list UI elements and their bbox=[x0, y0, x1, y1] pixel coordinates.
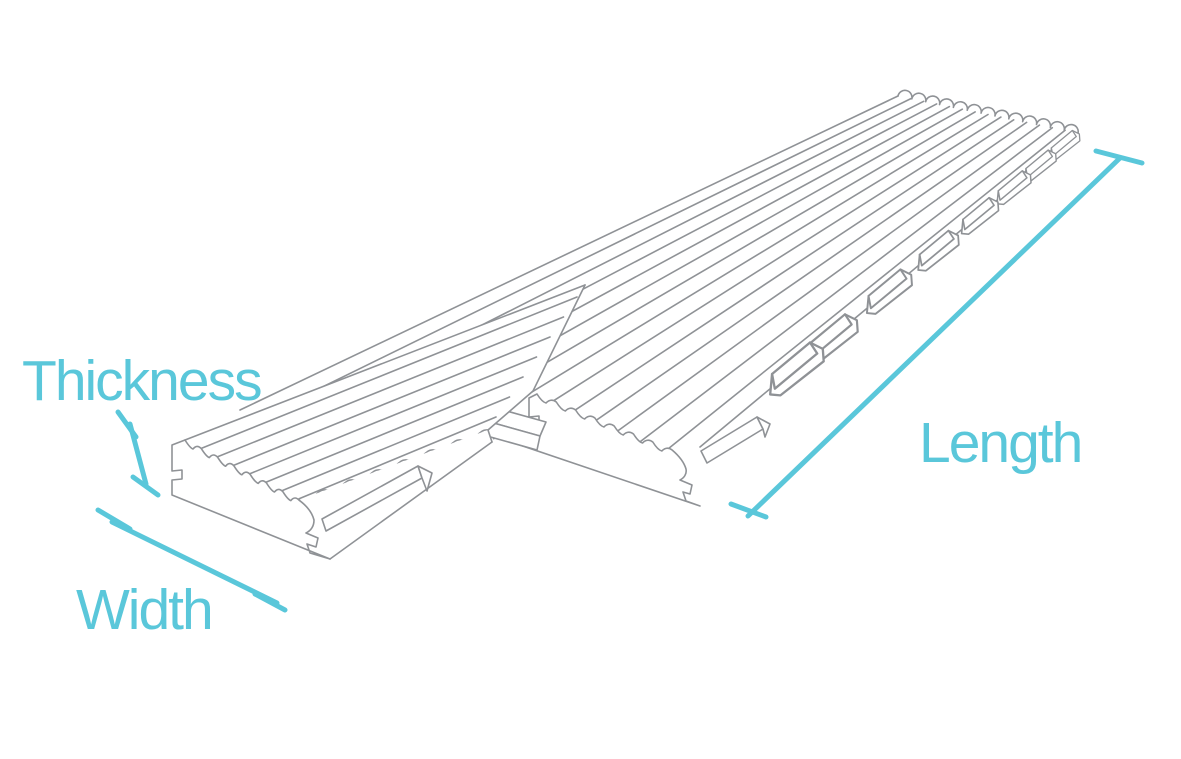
front-board-end-profile bbox=[171, 439, 331, 560]
length-dimension-line bbox=[745, 155, 1123, 519]
length-dimension: Length bbox=[728, 148, 1145, 520]
thickness-dimension: Thickness bbox=[22, 349, 263, 498]
back-board-groove-lip bbox=[700, 416, 771, 464]
length-dimension-tick-top bbox=[1093, 148, 1145, 166]
back-board-far-edge bbox=[239, 95, 899, 411]
width-label: Width bbox=[76, 578, 212, 642]
front-deck-board bbox=[171, 284, 586, 560]
front-board-end-edge bbox=[487, 284, 586, 431]
front-board-groove-lip bbox=[321, 465, 433, 532]
front-board-rib-lines bbox=[200, 296, 578, 500]
length-dimension-tick-bottom bbox=[728, 501, 769, 520]
middle-cross-section-profile bbox=[504, 393, 701, 507]
thickness-dimension-line bbox=[127, 421, 149, 487]
front-board-side-face bbox=[299, 429, 493, 560]
hidden-fastener-clips bbox=[769, 129, 1081, 397]
thickness-label: Thickness bbox=[22, 349, 261, 413]
width-dimension: Width bbox=[76, 507, 288, 642]
front-board-top-surface bbox=[185, 285, 585, 500]
thickness-dimension-tick-bottom bbox=[130, 474, 161, 498]
width-dimension-tick-right bbox=[252, 591, 288, 613]
width-dimension-line bbox=[109, 519, 280, 606]
front-board-far-edge bbox=[184, 284, 586, 441]
back-board-end-scallops bbox=[897, 89, 1079, 134]
length-label: Length bbox=[919, 411, 1081, 475]
